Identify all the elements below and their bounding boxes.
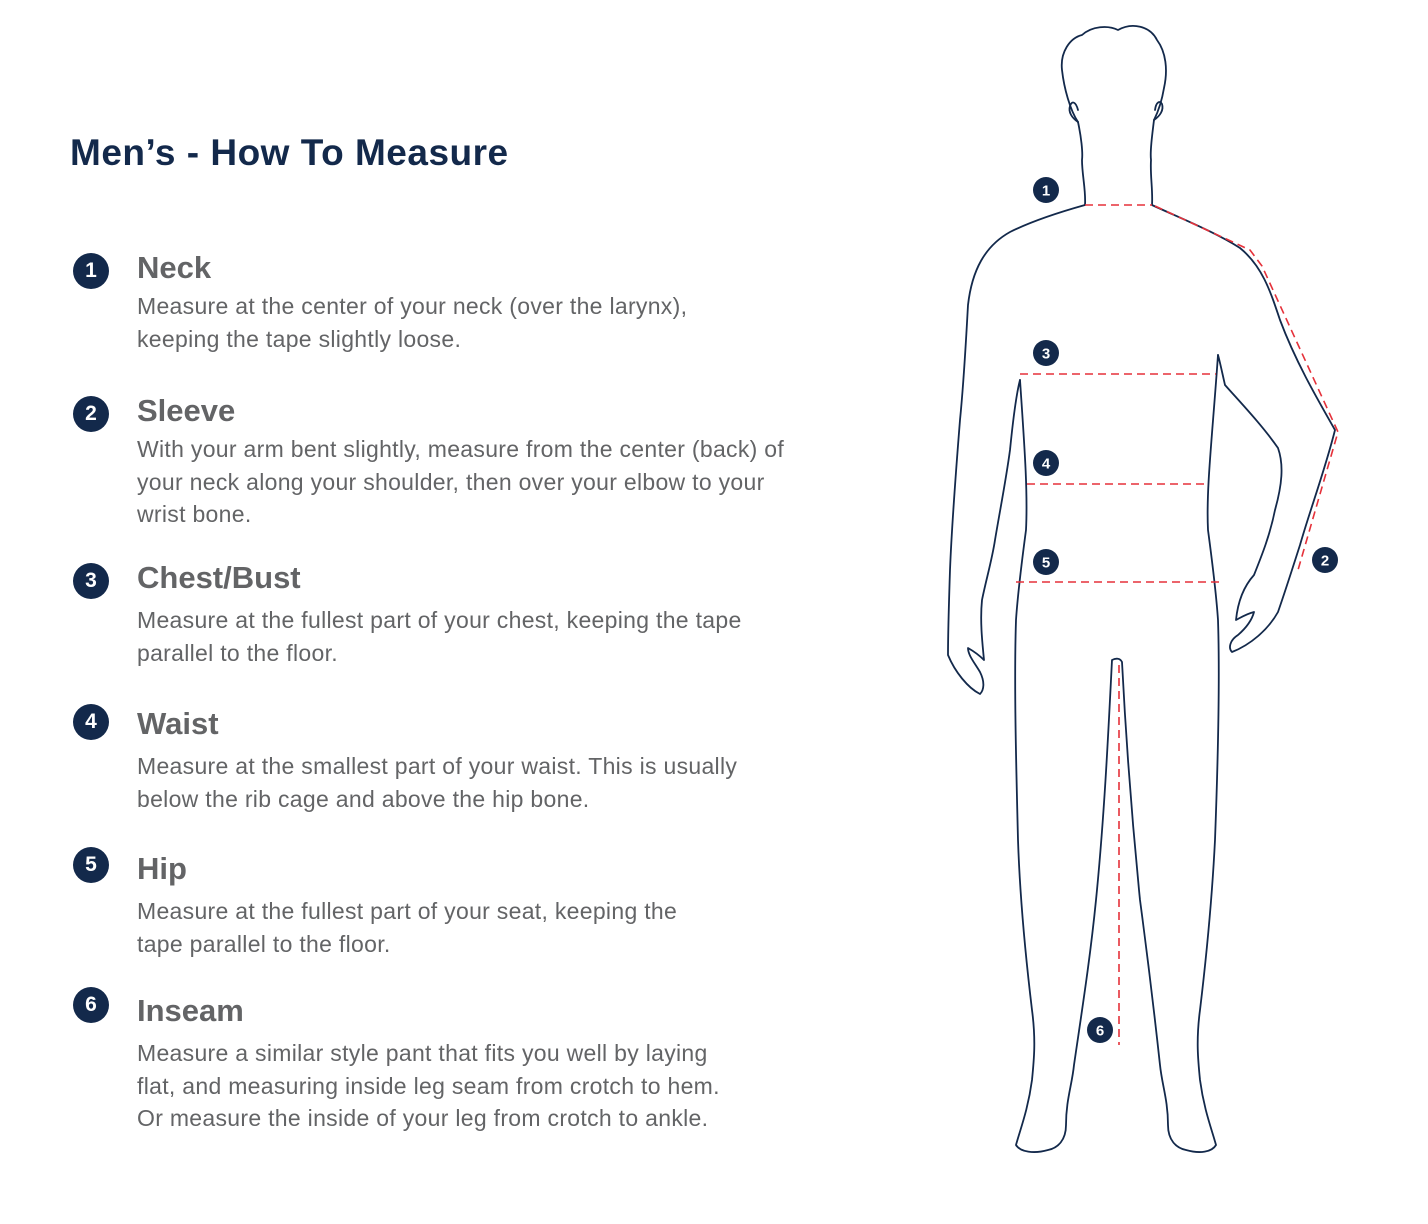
- figure-badge-5: 5: [1033, 549, 1059, 575]
- item-heading: Sleeve: [137, 393, 236, 428]
- human-body-outline-icon: 1 3 4 5 2 6: [947, 25, 1339, 1153]
- svg-text:6: 6: [1096, 1023, 1104, 1040]
- measure-lines: [1016, 204, 1339, 1045]
- item-description: Measure at the smallest part of your wai…: [137, 753, 738, 812]
- item-heading: Waist: [137, 706, 219, 741]
- figure-badge-2: 2: [1312, 547, 1338, 573]
- svg-text:3: 3: [1042, 346, 1050, 363]
- number-badge: 5: [73, 847, 109, 883]
- number-badge: 2: [73, 396, 109, 432]
- svg-text:2: 2: [1321, 553, 1329, 570]
- page-title: Men’s - How To Measure: [70, 132, 509, 173]
- svg-text:5: 5: [1042, 555, 1050, 572]
- item-description: Measure a similar style pant that fits y…: [137, 1040, 720, 1131]
- item-heading: Inseam: [137, 993, 244, 1028]
- sleeve-measure-line: [1154, 205, 1339, 571]
- body-outline: [947, 25, 1336, 1153]
- number-badge: 1: [73, 253, 109, 289]
- item-heading: Chest/Bust: [137, 560, 301, 595]
- item-description: Measure at the center of your neck (over…: [137, 293, 688, 352]
- item-description: With your arm bent slightly, measure fro…: [137, 436, 785, 527]
- figure-badge-4: 4: [1033, 450, 1059, 476]
- figure-badge-3: 3: [1033, 340, 1059, 366]
- figure-badge-1: 1: [1033, 177, 1059, 203]
- svg-text:4: 4: [1042, 456, 1051, 473]
- item-description: Measure at the fullest part of your seat…: [137, 898, 678, 957]
- svg-text:1: 1: [1042, 183, 1050, 200]
- item-heading: Neck: [137, 250, 212, 285]
- number-badge: 3: [73, 563, 109, 599]
- number-badge: 4: [73, 704, 109, 740]
- item-heading: Hip: [137, 851, 187, 886]
- item-description: Measure at the fullest part of your ches…: [137, 607, 742, 666]
- number-badge: 6: [73, 987, 109, 1023]
- figure-badge-6: 6: [1087, 1017, 1113, 1043]
